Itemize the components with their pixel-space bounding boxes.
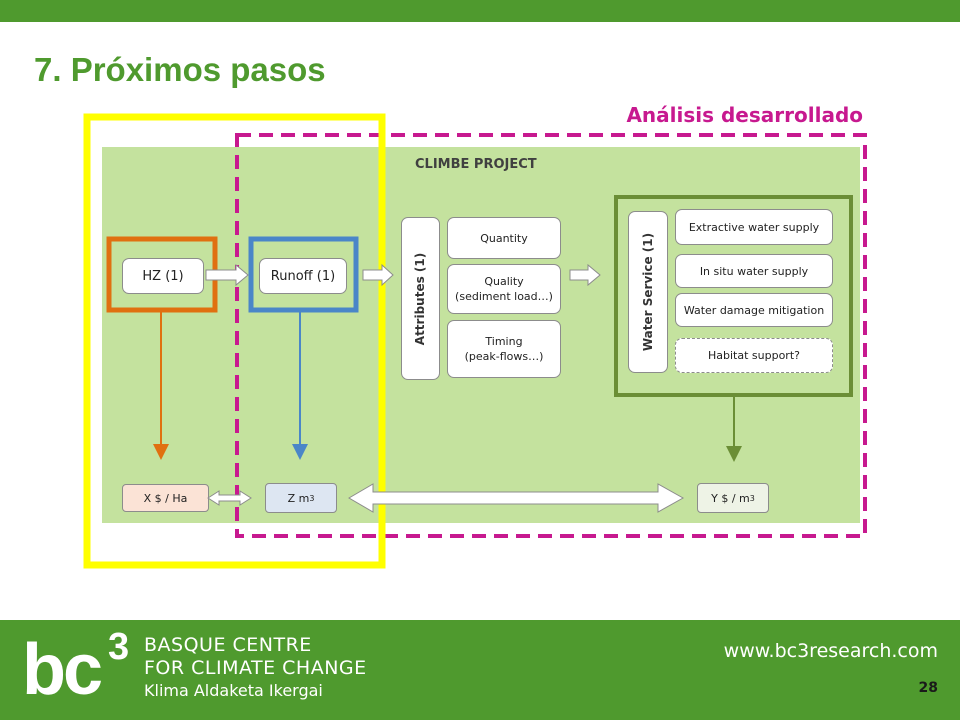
damage-mitigation-node: Water damage mitigation: [675, 293, 833, 327]
bc3-logo-superscript: 3: [108, 626, 130, 668]
water-service-label: Water Service (1): [641, 232, 656, 352]
footer: bc 3 BASQUE CENTRE FOR CLIMATE CHANGE Kl…: [0, 620, 960, 720]
hz-node: HZ (1): [122, 258, 204, 294]
quality-node: Quality (sediment load…): [447, 264, 561, 314]
website-link[interactable]: www.bc3research.com: [723, 640, 938, 662]
org-name-line2: FOR CLIMATE CHANGE: [144, 657, 367, 679]
in-situ-supply-node: In situ water supply: [675, 254, 833, 288]
y-value-sup: 3: [749, 493, 755, 503]
z-value-sup: 3: [309, 493, 315, 503]
extractive-supply-node: Extractive water supply: [675, 209, 833, 245]
org-name-line1: BASQUE CENTRE: [144, 634, 312, 656]
slide-title: 7. Próximos pasos: [34, 51, 326, 88]
habitat-support-node: Habitat support?: [675, 338, 833, 373]
page-number: 28: [918, 680, 938, 696]
timing-node: Timing (peak-flows…): [447, 320, 561, 378]
analysis-label: Análisis desarrollado: [626, 103, 863, 127]
top-bar: [0, 0, 960, 22]
org-name-line3: Klima Aldaketa Ikergai: [144, 681, 323, 700]
attributes-node: Attributes (1): [401, 217, 440, 380]
z-value-base: Z m: [287, 491, 310, 505]
water-service-node: Water Service (1): [628, 211, 668, 373]
x-value-box: X $ / Ha: [122, 484, 209, 512]
runoff-node: Runoff (1): [259, 258, 347, 294]
quantity-node: Quantity: [447, 217, 561, 259]
attributes-label: Attributes (1): [413, 252, 428, 345]
y-value-base: Y $ / m: [711, 491, 750, 505]
bc3-logo: bc: [22, 630, 103, 710]
diagram-area: CLIMBE PROJECT HZ (1) Runoff (1) Attribu…: [102, 147, 860, 523]
project-label: CLIMBE PROJECT: [415, 157, 537, 172]
